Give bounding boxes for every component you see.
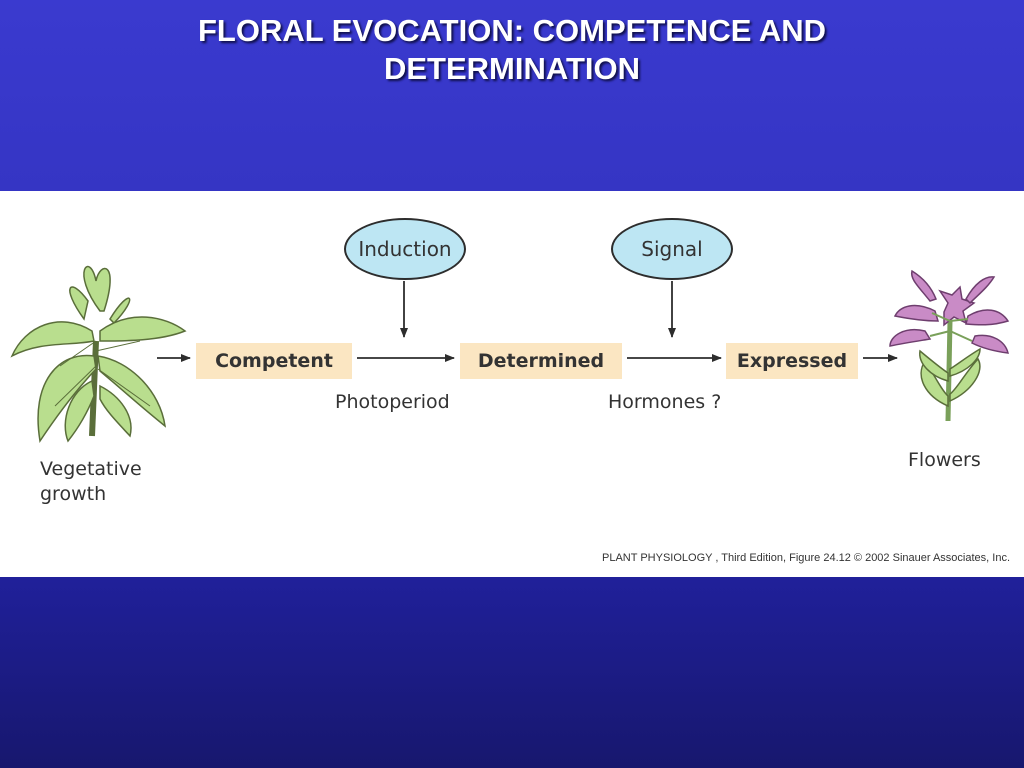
- slide-title-line-1: FLORAL EVOCATION: COMPETENCE AND: [197, 13, 827, 48]
- label-hormones: Hormones ?: [608, 391, 722, 413]
- stage-box-expressed: Expressed: [726, 343, 858, 379]
- label-vegetative-growth: Vegetative growth: [40, 457, 142, 507]
- vegetative-plant-illustration: [10, 265, 187, 443]
- stage-box-determined: Determined: [460, 343, 622, 379]
- stage-box-competent: Competent: [196, 343, 352, 379]
- label-flowers: Flowers: [908, 449, 981, 471]
- slide-title-line-2: DETERMINATION: [383, 51, 641, 86]
- slide-title: FLORAL EVOCATION: COMPETENCE AND DETERMI…: [0, 12, 1024, 88]
- label-vegetative-line-1: Vegetative: [40, 458, 142, 480]
- input-oval-induction: Induction: [344, 218, 466, 280]
- figure-credit: PLANT PHYSIOLOGY , Third Edition, Figure…: [602, 552, 1010, 564]
- label-vegetative-line-2: growth: [40, 483, 107, 505]
- input-oval-signal: Signal: [611, 218, 733, 280]
- diagram-graphics: [10, 265, 1010, 443]
- flowering-plant-illustration: [889, 269, 1010, 422]
- label-photoperiod: Photoperiod: [335, 391, 450, 413]
- diagram-panel: Competent Determined Expressed Induction…: [0, 191, 1024, 577]
